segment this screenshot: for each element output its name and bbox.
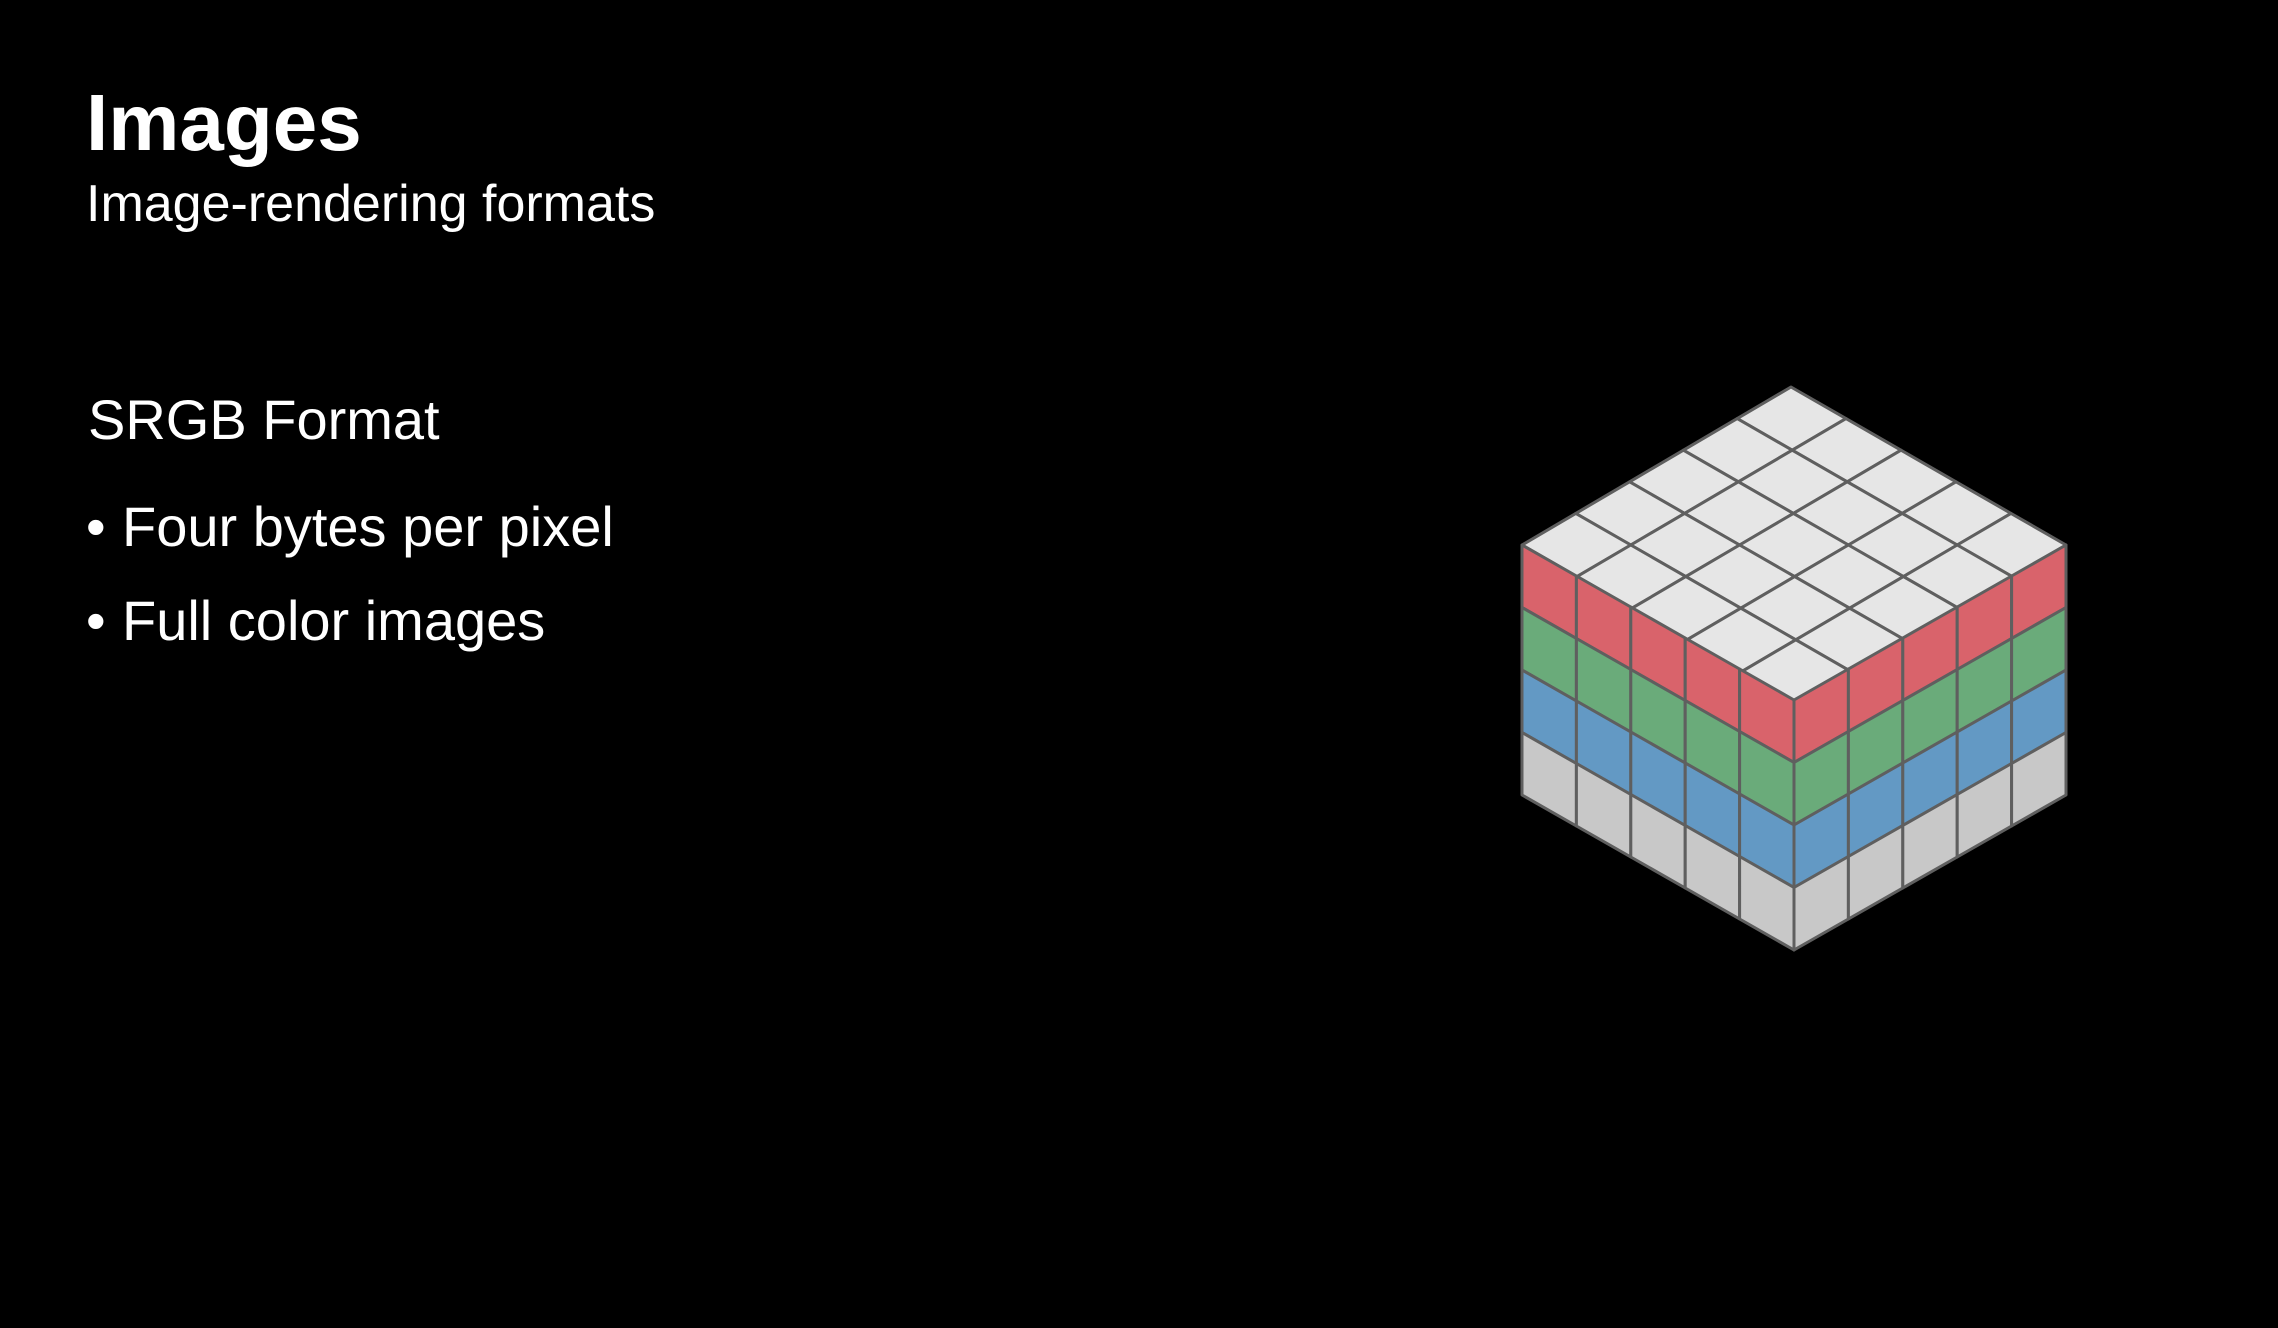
bullet-item: • Full color images (86, 574, 614, 668)
section-heading: SRGB Format (88, 388, 440, 451)
bullet-list: • Four bytes per pixel • Full color imag… (86, 480, 614, 668)
cube-left-face (1520, 543, 1796, 952)
cube-top-face (1520, 385, 2068, 705)
bullet-glyph: • (86, 495, 106, 558)
slide-title: Images (86, 78, 362, 167)
cube-right-face (1792, 543, 2068, 952)
bullet-glyph: • (86, 589, 106, 652)
bullet-text: Four bytes per pixel (122, 495, 614, 558)
bullet-text: Full color images (122, 589, 546, 652)
bullet-item: • Four bytes per pixel (86, 480, 614, 574)
right-pixel-cell-a (2010, 731, 2068, 828)
slide-subtitle: Image-rendering formats (86, 175, 656, 233)
